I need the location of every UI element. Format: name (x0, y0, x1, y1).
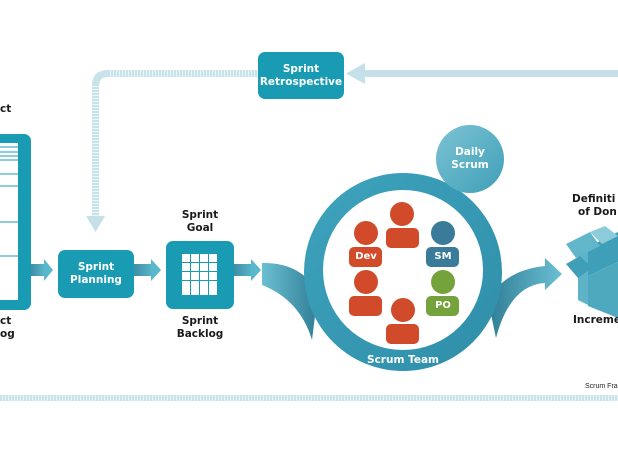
team-entry-ribbon (262, 262, 318, 340)
arrow-sprint-backlog-to-team (234, 259, 261, 281)
person-dev-tagged (349, 221, 382, 267)
sprint-planning-line2: Planning (70, 274, 122, 286)
sprint-goal-line1: Sprint (181, 209, 219, 221)
product-backlog-bottom-label: ct og (0, 315, 15, 341)
sprint-retrospective-box[interactable]: Sprint Retrospective (258, 52, 344, 99)
person-scrum-master (426, 221, 459, 267)
daily-scrum-circle (436, 125, 504, 193)
product-backlog-icon (0, 134, 31, 310)
retrospective-to-planning-loop (86, 70, 258, 232)
sprint-backlog-line1: Sprint (181, 315, 219, 327)
bottom-cycle-line (0, 395, 618, 401)
arrow-backlog-to-planning (31, 259, 53, 281)
sprint-planning-line1: Sprint (77, 261, 115, 273)
sprint-goal-line2: Goal (186, 222, 214, 234)
dev-tag: Dev (355, 251, 377, 262)
increment-label: Increme (573, 314, 618, 326)
person-product-owner (426, 270, 459, 316)
team-exit-ribbon (488, 258, 562, 338)
person-dev-bottom (386, 298, 419, 344)
po-tag: PO (435, 300, 451, 311)
scrum-team-label: Scrum Team (367, 354, 439, 366)
sprint-planning-box[interactable]: Sprint Planning (58, 250, 134, 298)
sprint-backlog-label: Sprint Backlog (170, 315, 230, 341)
daily-scrum-line2: Scrum (451, 159, 489, 171)
sprint-backlog-line2: Backlog (176, 328, 224, 340)
person-dev-left (349, 270, 382, 316)
sprint-retrospective-line1: Sprint (282, 62, 320, 75)
product-backlog-bottom-line2: og (0, 328, 15, 340)
sprint-backlog-grid-icon (166, 241, 234, 309)
person-dev-top (386, 202, 419, 248)
product-backlog-bottom-line1: ct (0, 315, 12, 327)
retrospective-feedback-arrow (346, 63, 618, 84)
sm-tag: SM (434, 251, 452, 262)
sprint-retrospective-line2: Retrospective (259, 75, 343, 88)
increment-box-icon (566, 226, 618, 318)
definition-of-done-line1: Definiti (572, 193, 616, 205)
definition-of-done-line2: of Don (578, 206, 617, 218)
daily-scrum-label: Daily Scrum (436, 146, 504, 172)
daily-scrum-line1: Daily (455, 146, 485, 158)
sprint-goal-label: Sprint Goal (170, 209, 230, 235)
footer-caption: Scrum Fra (585, 383, 618, 390)
product-backlog-top-label: ct (0, 103, 12, 115)
arrow-planning-to-sprint-backlog (134, 259, 161, 281)
definition-of-done-label: Definiti of Don (572, 193, 617, 219)
